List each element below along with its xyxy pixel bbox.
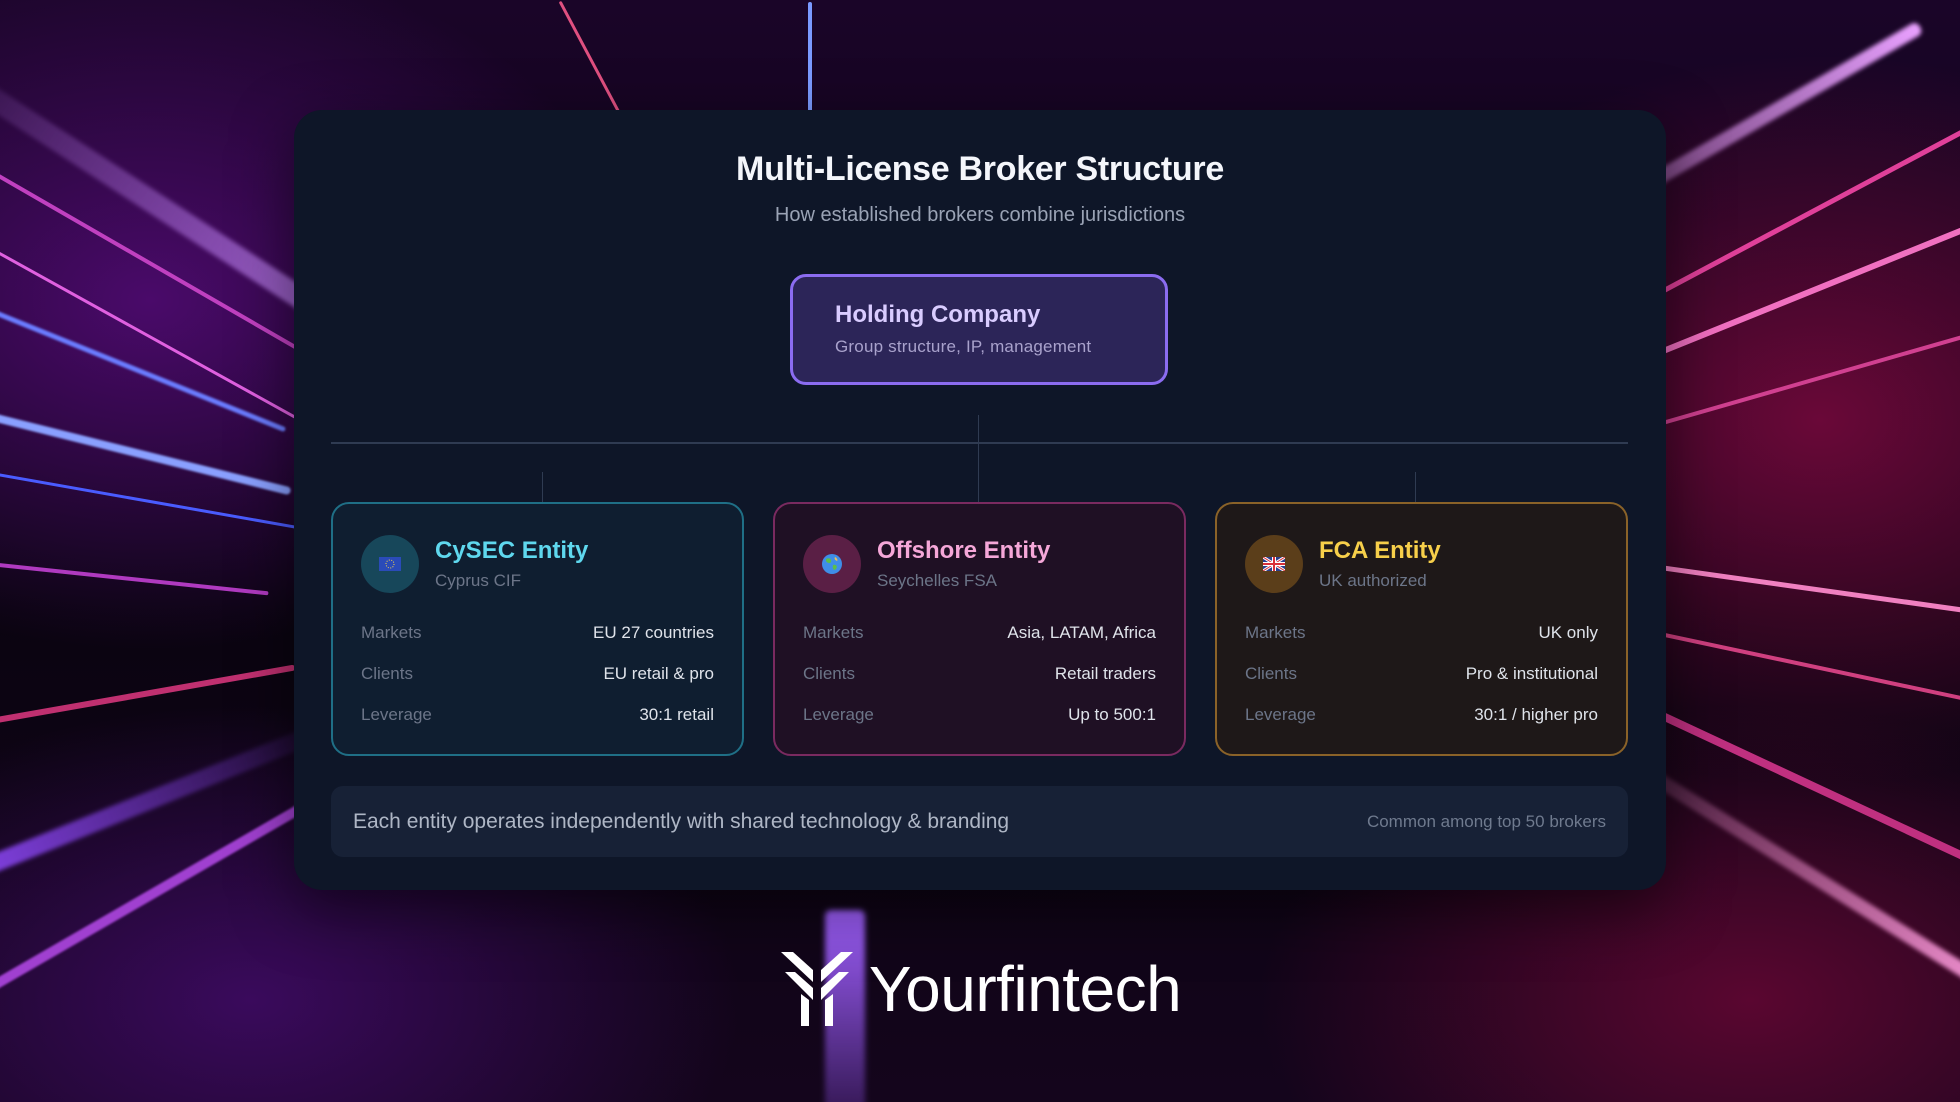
holding-company-title: Holding Company [835,301,1041,328]
row-label: Clients [1245,663,1297,683]
entity-card-fca: FCA Entity UK authorized Markets UK only… [1215,502,1628,756]
entity-title: Offshore Entity [877,537,1051,564]
entity-row-clients: Clients Pro & institutional [1245,653,1598,694]
footnote-side: Common among top 50 brokers [1366,811,1606,831]
entity-row-markets: Markets EU 27 countries [361,612,714,653]
connector-horizontal [331,442,1628,444]
connector-left [542,472,543,502]
row-value: Asia, LATAM, Africa [1007,622,1156,642]
entity-row-markets: Markets UK only [1245,612,1598,653]
entity-row-clients: Clients EU retail & pro [361,653,714,694]
footnote-main: Each entity operates independently with … [353,809,1010,833]
diagram-panel: Multi-License Broker Structure How estab… [294,110,1666,890]
footnote-bar: Each entity operates independently with … [331,786,1628,857]
brand-name: Yourfintech [868,953,1182,1025]
uk-flag-icon [1245,535,1303,593]
row-value: EU retail & pro [603,663,714,683]
entity-card-cysec: CySEC Entity Cyprus CIF Markets EU 27 co… [331,502,744,756]
brand-logo: Yourfintech [0,950,1960,1028]
globe-icon [803,535,861,593]
entity-row-clients: Clients Retail traders [803,653,1156,694]
entity-subtitle: Seychelles FSA [877,571,997,590]
row-value: 30:1 / higher pro [1474,704,1598,724]
row-value: Retail traders [1054,663,1156,683]
entity-row-leverage: Leverage Up to 500:1 [803,694,1156,735]
brand-mark-icon [780,952,853,1026]
row-label: Clients [361,663,413,683]
row-value: Up to 500:1 [1068,704,1156,724]
connector-trunk [978,415,979,502]
holding-company-subtitle: Group structure, IP, management [835,337,1092,356]
entity-card-offshore: Offshore Entity Seychelles FSA Markets A… [773,502,1186,756]
row-label: Markets [361,622,422,642]
diagram-title: Multi-License Broker Structure [736,150,1224,188]
eu-flag-icon [361,535,419,593]
entity-title: CySEC Entity [435,537,589,564]
entity-row-leverage: Leverage 30:1 / higher pro [1245,694,1598,735]
holding-company-node: Holding Company Group structure, IP, man… [790,274,1168,385]
row-label: Markets [1245,622,1306,642]
row-label: Leverage [803,704,874,724]
diagram-subtitle: How established brokers combine jurisdic… [774,204,1186,226]
entity-row-leverage: Leverage 30:1 retail [361,694,714,735]
entity-title: FCA Entity [1319,537,1441,564]
row-label: Markets [803,622,864,642]
row-value: EU 27 countries [593,622,714,642]
row-value: 30:1 retail [639,704,714,724]
entity-subtitle: Cyprus CIF [435,571,521,590]
row-label: Leverage [361,704,432,724]
entity-row-markets: Markets Asia, LATAM, Africa [803,612,1156,653]
row-value: Pro & institutional [1465,663,1598,683]
row-label: Leverage [1245,704,1316,724]
row-value: UK only [1538,622,1598,642]
row-label: Clients [803,663,855,683]
entity-subtitle: UK authorized [1319,571,1427,590]
connector-right [1415,472,1416,502]
